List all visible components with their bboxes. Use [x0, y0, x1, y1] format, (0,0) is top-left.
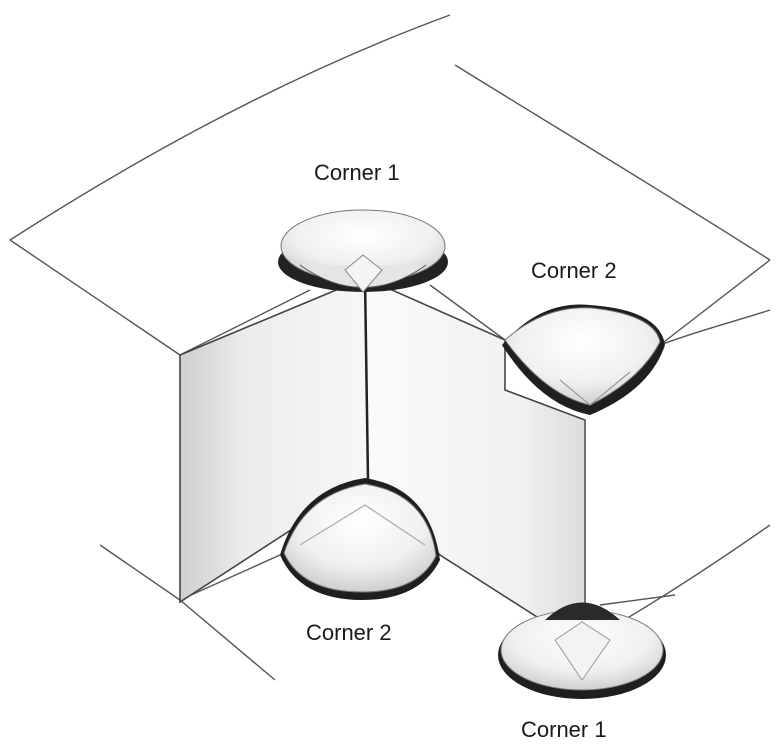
- walls: [179, 276, 586, 623]
- inner-corner-edge: [363, 277, 370, 481]
- fitting-top-inside-corner: [278, 209, 448, 293]
- fitting-right-outside-corner: [502, 304, 665, 415]
- fitting-bottom-outside-corner: [498, 602, 666, 699]
- ceiling-outline: [9, 14, 771, 356]
- label-corner-1-bottom: Corner 1: [521, 717, 607, 742]
- label-corner-2-bottom: Corner 2: [306, 620, 392, 645]
- fitting-bottom-inside-corner: [280, 478, 440, 600]
- label-corner-1-top: Corner 1: [314, 160, 400, 185]
- label-corner-2-right: Corner 2: [531, 258, 617, 283]
